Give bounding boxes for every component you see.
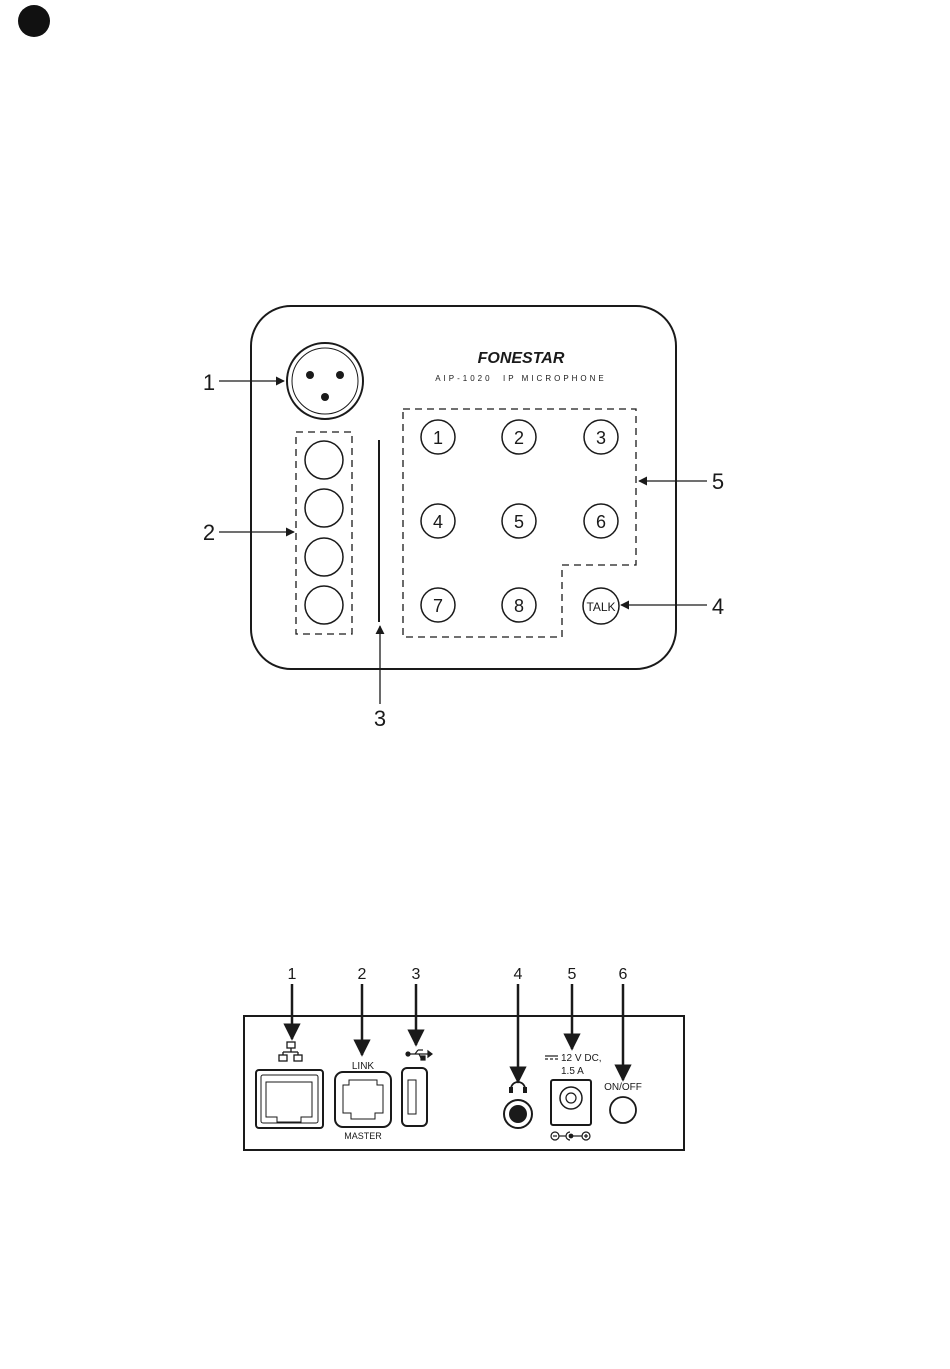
callout-number: 1 <box>203 370 215 395</box>
zone-key-7[interactable]: 7 <box>421 588 455 622</box>
onoff-label: ON/OFF <box>604 1082 642 1093</box>
xlr-pin <box>321 393 329 401</box>
zone-key-8[interactable]: 8 <box>502 588 536 622</box>
dc-power-jack[interactable] <box>551 1080 591 1125</box>
callout-number: 2 <box>358 966 367 983</box>
brand-logo: FONESTAR <box>478 350 565 367</box>
zone-key-3[interactable]: 3 <box>584 420 618 454</box>
callout-number: 4 <box>514 966 523 983</box>
zone-key-label: 4 <box>433 512 443 532</box>
callout-number: 1 <box>288 966 297 983</box>
power-label-line2: 1.5 A <box>561 1066 584 1077</box>
usb-port[interactable] <box>402 1068 427 1126</box>
xlr-connector <box>287 343 363 419</box>
zone-key-label: 7 <box>433 596 443 616</box>
zone-key-label: 6 <box>596 512 606 532</box>
model-label: AIP-1020 IP MICROPHONE <box>435 374 607 383</box>
callout-number: 3 <box>374 706 386 731</box>
function-button[interactable] <box>305 489 343 527</box>
talk-key[interactable]: TALK <box>583 588 619 624</box>
zone-key-label: 2 <box>514 428 524 448</box>
callout-number: 4 <box>712 594 724 619</box>
callout-number: 2 <box>203 520 215 545</box>
zone-key-5[interactable]: 5 <box>502 504 536 538</box>
xlr-pin <box>306 371 314 379</box>
zone-key-2[interactable]: 2 <box>502 420 536 454</box>
zone-key-4[interactable]: 4 <box>421 504 455 538</box>
zone-key-1[interactable]: 1 <box>421 420 455 454</box>
master-label: MASTER <box>344 1131 382 1141</box>
callout-number: 5 <box>568 966 577 983</box>
zone-key-label: 3 <box>596 428 606 448</box>
headphone-jack[interactable] <box>504 1100 532 1128</box>
power-button[interactable] <box>610 1097 636 1123</box>
callout-number: 5 <box>712 469 724 494</box>
zone-key-label: 5 <box>514 512 524 532</box>
link-master-port[interactable] <box>335 1072 391 1127</box>
talk-key-label: TALK <box>586 600 615 614</box>
ethernet-port[interactable] <box>256 1070 323 1128</box>
power-label-line1: 12 V DC, <box>561 1053 602 1064</box>
rear-panel: LINK MASTER <box>244 966 684 1150</box>
function-button[interactable] <box>305 586 343 624</box>
zone-key-6[interactable]: 6 <box>584 504 618 538</box>
zone-key-label: 1 <box>433 428 443 448</box>
function-button[interactable] <box>305 538 343 576</box>
link-label: LINK <box>352 1061 375 1072</box>
callout-number: 6 <box>619 966 628 983</box>
callout-number: 3 <box>412 966 421 983</box>
zone-key-label: 8 <box>514 596 524 616</box>
front-panel: FONESTAR AIP-1020 IP MICROPHONE 1 2 3 4 <box>203 306 724 731</box>
xlr-pin <box>336 371 344 379</box>
function-button[interactable] <box>305 441 343 479</box>
